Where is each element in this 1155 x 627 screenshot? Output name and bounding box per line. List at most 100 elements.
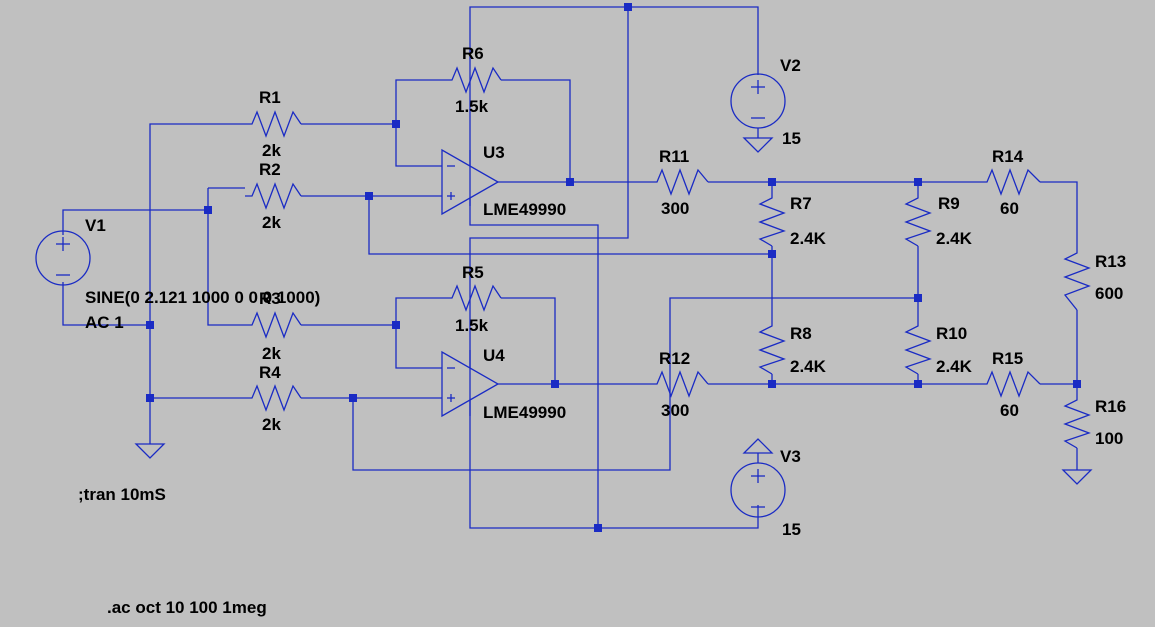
resistor-r2 bbox=[245, 182, 302, 210]
wire-u3-neg-supply bbox=[469, 206, 599, 528]
junction-node bbox=[146, 394, 154, 402]
label-r3-value: 2k bbox=[262, 344, 281, 363]
label-r6-value: 1.5k bbox=[455, 97, 489, 116]
resistor-r3 bbox=[245, 311, 302, 339]
label-r2-name: R2 bbox=[259, 160, 281, 179]
label-r10-name: R10 bbox=[936, 324, 967, 343]
label-v2-value: 15 bbox=[782, 129, 801, 148]
label-u4-name: U4 bbox=[483, 346, 505, 365]
resistor-r4 bbox=[245, 384, 302, 412]
wire-r5-left bbox=[395, 297, 445, 325]
junction-node bbox=[914, 380, 922, 388]
junction-node bbox=[914, 178, 922, 186]
label-r2-value: 2k bbox=[262, 213, 281, 232]
label-r1-name: R1 bbox=[259, 88, 281, 107]
junction-node bbox=[392, 321, 400, 329]
junction-nodes bbox=[146, 3, 1081, 532]
label-r12-name: R12 bbox=[659, 349, 690, 368]
wire-u3-plus-cross bbox=[368, 196, 772, 255]
label-v1-ac: AC 1 bbox=[85, 313, 124, 332]
wire-r5-right bbox=[501, 297, 556, 384]
label-r11-name: R11 bbox=[659, 147, 689, 166]
junction-node bbox=[349, 394, 357, 402]
label-v3-name: V3 bbox=[780, 447, 801, 466]
label-r6-name: R6 bbox=[462, 44, 484, 63]
junction-node bbox=[768, 178, 776, 186]
label-r13-name: R13 bbox=[1095, 252, 1126, 271]
label-r12-value: 300 bbox=[661, 401, 689, 420]
label-r1-value: 2k bbox=[262, 141, 281, 160]
resistor-r7 bbox=[758, 190, 786, 247]
label-u3-model: LME49990 bbox=[483, 200, 566, 219]
label-r15-name: R15 bbox=[992, 349, 1023, 368]
label-r7-value: 2.4K bbox=[790, 229, 827, 248]
wire-v3-supply bbox=[469, 350, 759, 529]
label-v1-name: V1 bbox=[85, 216, 106, 235]
resistor-r9 bbox=[904, 190, 932, 247]
junction-node bbox=[365, 192, 373, 200]
label-r5-value: 1.5k bbox=[455, 316, 489, 335]
resistor-r14 bbox=[980, 168, 1041, 196]
wire-r1-left bbox=[149, 123, 245, 444]
junction-node bbox=[566, 178, 574, 186]
label-r15-value: 60 bbox=[1000, 401, 1019, 420]
resistor-r12 bbox=[650, 370, 709, 398]
junction-node bbox=[1073, 380, 1081, 388]
label-r13-value: 600 bbox=[1095, 284, 1123, 303]
resistor-r13 bbox=[1063, 245, 1091, 311]
ground-v2-icon bbox=[742, 137, 774, 153]
junction-node bbox=[146, 321, 154, 329]
label-r5-name: R5 bbox=[462, 263, 484, 282]
ground-v3-icon bbox=[742, 438, 774, 454]
label-r7-name: R7 bbox=[790, 194, 812, 213]
label-u3-name: U3 bbox=[483, 143, 505, 162]
resistor-r5 bbox=[445, 284, 502, 312]
junction-node bbox=[768, 380, 776, 388]
junction-node bbox=[914, 294, 922, 302]
ground-right-icon bbox=[1061, 469, 1093, 485]
wire-r3-out bbox=[301, 324, 442, 369]
label-r14-value: 60 bbox=[1000, 199, 1019, 218]
labels: R1 2k R2 2k R3 2k R4 2k R5 1.5k R6 1.5k … bbox=[78, 44, 1126, 617]
label-r8-name: R8 bbox=[790, 324, 812, 343]
label-r4-value: 2k bbox=[262, 415, 281, 434]
resistor-r15 bbox=[980, 370, 1041, 398]
resistor-r16 bbox=[1063, 392, 1091, 449]
wire-r1-out bbox=[301, 123, 442, 167]
wire-r14-r13 bbox=[1040, 181, 1078, 245]
label-r9-value: 2.4K bbox=[936, 229, 973, 248]
wire-r6-left bbox=[395, 79, 445, 124]
resistor-r6 bbox=[445, 66, 502, 94]
wire-r6-right bbox=[501, 79, 571, 182]
resistor-r11 bbox=[650, 168, 709, 196]
ground-left-icon bbox=[134, 443, 166, 459]
junction-node bbox=[768, 250, 776, 258]
wires bbox=[62, 6, 1078, 529]
label-r16-name: R16 bbox=[1095, 397, 1126, 416]
label-u4-model: LME49990 bbox=[483, 403, 566, 422]
label-r3-name: R3 bbox=[259, 289, 281, 308]
wire-u4-plus-cross bbox=[352, 297, 918, 471]
wire-v1-bottom bbox=[62, 282, 150, 326]
label-v1-sine: SINE(0 2.121 1000 0 0 0 1000) bbox=[85, 288, 320, 307]
label-r4-name: R4 bbox=[259, 363, 281, 382]
resistor-symbols bbox=[245, 66, 1091, 449]
directive-tran: ;tran 10mS bbox=[78, 485, 166, 504]
junction-node bbox=[392, 120, 400, 128]
junction-node bbox=[594, 524, 602, 532]
label-v2-name: V2 bbox=[780, 56, 801, 75]
opamp-symbols bbox=[441, 148, 500, 418]
source-v1-circle bbox=[35, 230, 91, 286]
junction-node bbox=[551, 380, 559, 388]
label-r10-value: 2.4K bbox=[936, 357, 973, 376]
junction-node bbox=[624, 3, 632, 11]
directive-ac: .ac oct 10 100 1meg bbox=[107, 598, 267, 617]
resistor-r1 bbox=[245, 110, 302, 138]
junction-node bbox=[204, 206, 212, 214]
resistor-r8 bbox=[758, 318, 786, 375]
label-r14-name: R14 bbox=[992, 147, 1024, 166]
label-r8-value: 2.4K bbox=[790, 357, 827, 376]
label-r11-value: 300 bbox=[661, 199, 689, 218]
